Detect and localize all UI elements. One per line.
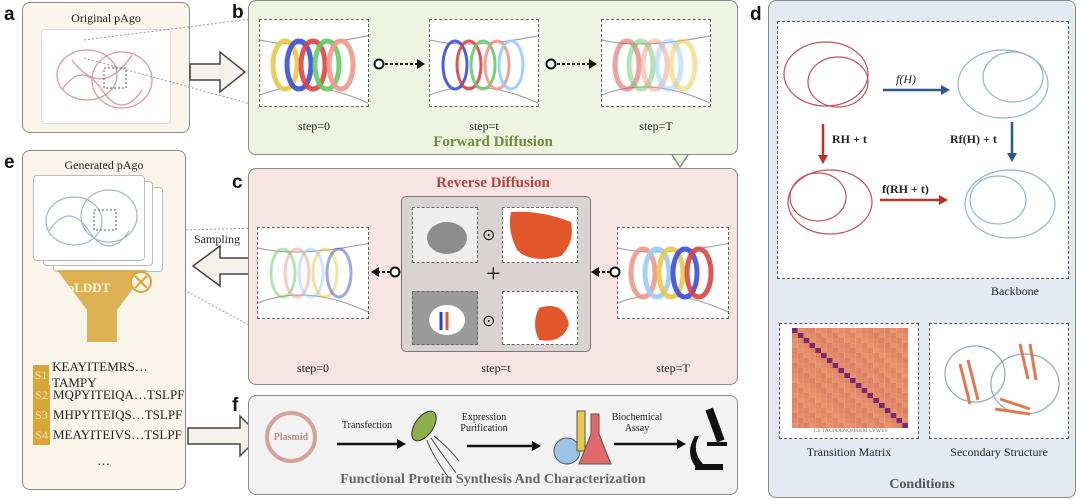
sequence-ellipsis: … [97,453,110,468]
original-protein-image [41,29,171,124]
helix-image-step-T [601,19,711,107]
panel-protein-synthesis: Plasmid Transfection Expression Purifica… [248,395,738,495]
edge-label-rh-t: RH + t [832,132,867,146]
panel-conditions: f(H) RH + t Rf(H) + t f(RH + t) Backbone… [768,0,1076,498]
step-assay: Biochemical Assay [611,412,663,434]
step-label: step=t [481,361,511,375]
step-label: step=0 [297,119,331,133]
panel-label-f: f [232,395,239,416]
denoising-module: ⊙ + ⊙ [401,196,591,352]
helix-image-step-T [617,227,729,319]
panel-label-d: d [750,4,762,25]
helix-image-step-0 [259,19,369,107]
plasmid-icon: Plasmid [265,411,317,463]
plus-icon: + [486,259,501,288]
edge-label-rf-h-t: Rf(H) + t [950,132,997,146]
generated-protein-image [33,175,145,261]
panel-label-c: c [232,172,243,193]
masked-structure-image [412,207,478,263]
step-label: step=t [469,119,499,133]
step-expression: Expression Purification [460,412,508,434]
step-label: step=0 [296,361,330,375]
bacterium-icon [411,410,460,479]
original-pago-title: Original pAgo [71,11,141,25]
lab-flask-icon [553,410,612,465]
helix-image-step-t [429,19,539,107]
transition-matrix-heatmap [792,328,908,428]
conditions-title: Conditions [889,477,955,492]
panel-reverse-diffusion: Reverse Diffusion ⊙ + ⊙ step=0 step=t st… [248,168,738,385]
sampling-label: Sampling [194,232,241,246]
backbone-label: Backbone [991,284,1039,298]
helix-image-step-0 [257,227,369,319]
sampling-arrow-icon [191,244,251,288]
step-transfection: Transfection [341,420,393,431]
step-label: step=T [639,119,673,133]
edge-label-f-h: f(H) [896,72,916,86]
panel-label-e: e [4,152,15,173]
panel-label-b: b [232,2,244,23]
step-label: step=T [656,361,690,375]
synthesis-title: Functional Protein Synthesis And Charact… [340,472,646,487]
panel-original-pago: Original pAgo [22,2,190,133]
secondary-structure-label: Secondary Structure [950,445,1048,459]
masked-background-image [412,291,478,345]
generated-pago-title: Generated pAgo [64,158,144,172]
plddt-label: pLDDT [67,280,111,295]
plddt-filter-icon: pLDDT [53,266,163,346]
hadamard-product-icon: ⊙ [482,227,496,244]
transition-matrix-box: CS TAGPDENQHRKM LVWYF [779,323,919,439]
panel-forward-diffusion: step=0 step=t step=T Forward Diffusion [248,0,738,155]
hadamard-product-icon: ⊙ [482,313,496,330]
microscope-icon [690,407,727,470]
backbone-box: f(H) RH + t Rf(H) + t f(RH + t) [777,21,1069,279]
panel-label-a: a [4,4,15,25]
forward-arrow-icon [189,50,247,94]
noise-mask-image [502,207,578,263]
matrix-axis-labels: CS TAGPDENQHRKM LVWYF [813,428,889,434]
forward-diffusion-title: Forward Diffusion [433,134,553,150]
edge-label-f-rh-t: f(RH + t) [882,182,929,196]
transition-matrix-label: Transition Matrix [806,445,892,459]
inverse-mask-image [502,291,578,345]
reverse-diffusion-title: Reverse Diffusion [436,175,550,191]
secondary-structure-box [929,323,1069,439]
